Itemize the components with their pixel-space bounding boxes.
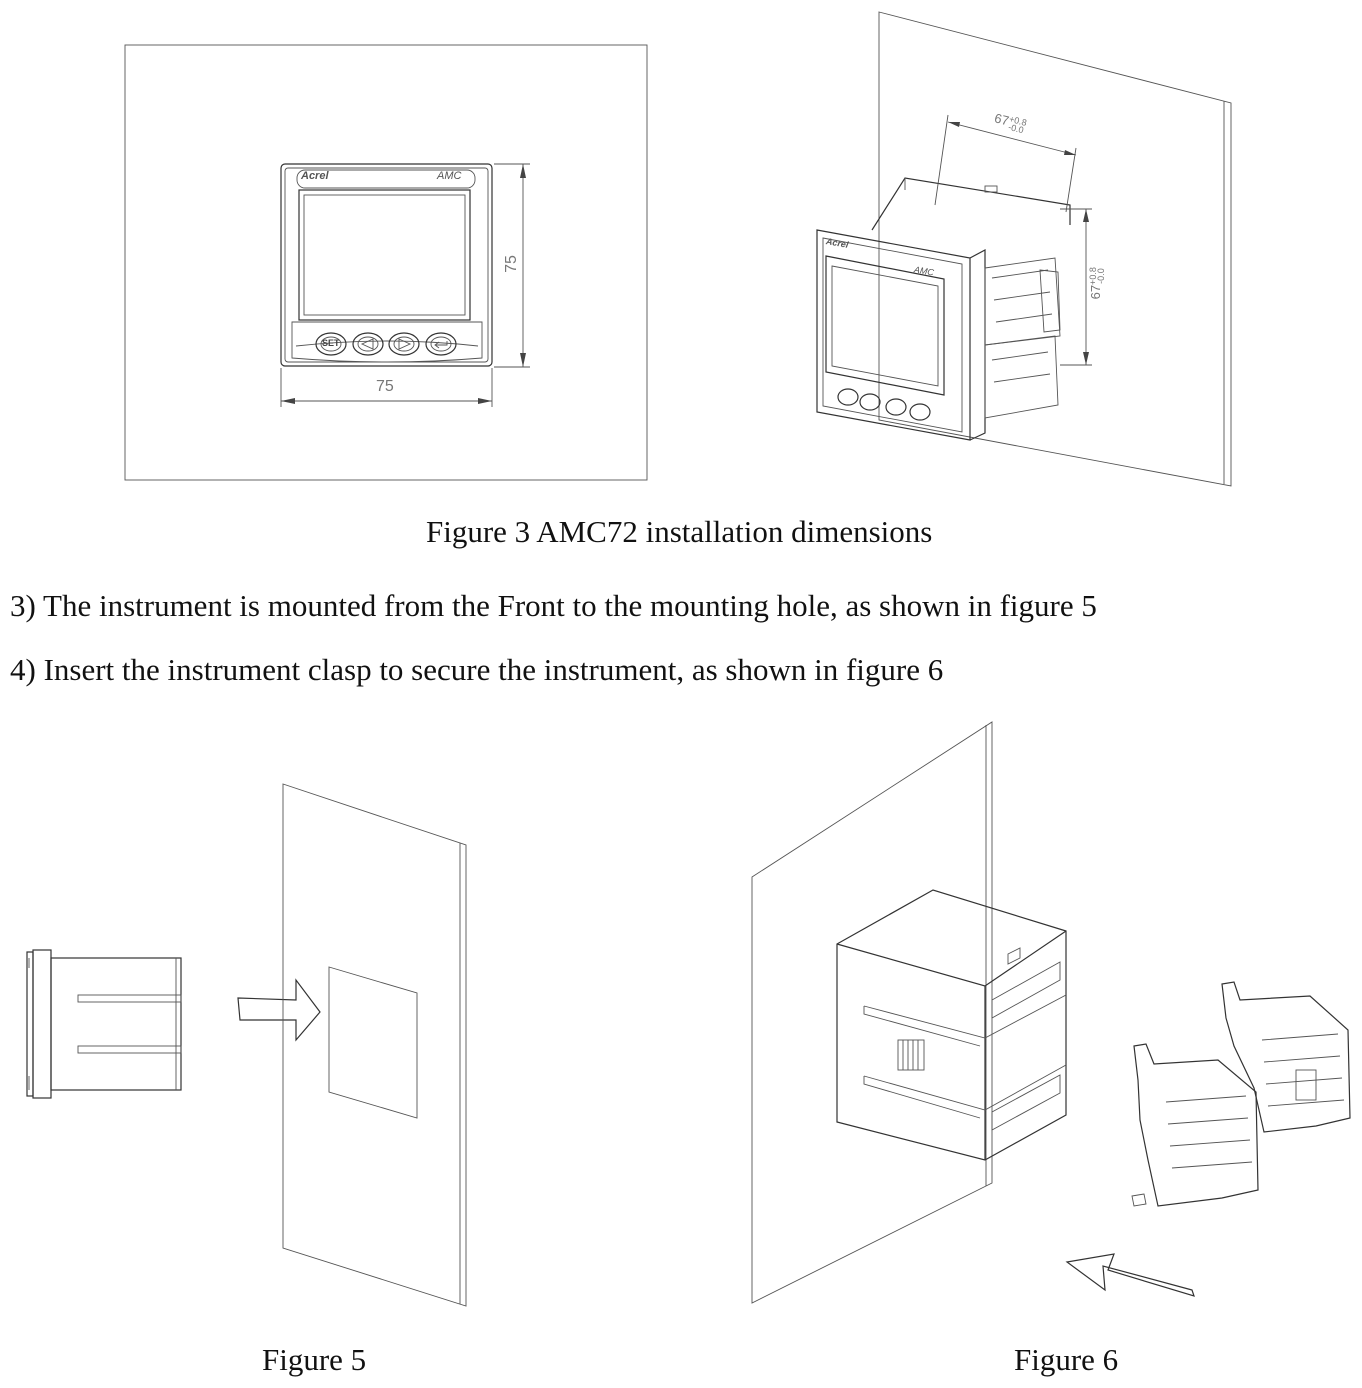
meter-side-view <box>26 949 182 1099</box>
figure6-panel <box>751 721 993 1304</box>
dimension-width-label: 75 <box>376 378 394 395</box>
dimension-cutout-height-line <box>1060 208 1092 366</box>
meter-button-right <box>388 332 420 356</box>
dimension-height-line <box>494 163 530 368</box>
figure6-caption: Figure 6 <box>1014 1342 1119 1377</box>
front-view-brand-label: Acrel <box>301 170 329 182</box>
step-4-text: 4) Insert the instrument clasp to secure… <box>10 652 944 687</box>
step-3-text: 3) The instrument is mounted from the Fr… <box>10 588 1097 623</box>
meter-button-enter <box>425 332 457 356</box>
front-view-panel-frame <box>124 44 648 481</box>
insert-arrow <box>237 978 321 1042</box>
dimension-cutout-width-line <box>934 114 1077 213</box>
mounted-meter-buttons <box>837 388 931 421</box>
front-view-model-label: AMC <box>437 170 462 182</box>
button-set-label: SET <box>322 338 340 348</box>
mounted-meter-clips <box>984 257 1061 419</box>
mounting-panel <box>878 11 1232 487</box>
meter-bezel <box>280 163 493 367</box>
figure5-caption: Figure 5 <box>262 1342 367 1377</box>
figure5-mounting-hole <box>328 966 418 1119</box>
meter-display-window <box>298 189 471 321</box>
figure5-panel <box>282 783 467 1307</box>
dimension-width-line <box>280 368 493 407</box>
clasp-pair <box>1131 981 1351 1207</box>
meter-button-left <box>352 332 384 356</box>
meter-rear-body <box>836 889 1067 1161</box>
figure3-caption: Figure 3 AMC72 installation dimensions <box>426 514 933 549</box>
clasp-insert-arrow <box>1065 1253 1195 1297</box>
meter-button-set <box>315 332 347 356</box>
